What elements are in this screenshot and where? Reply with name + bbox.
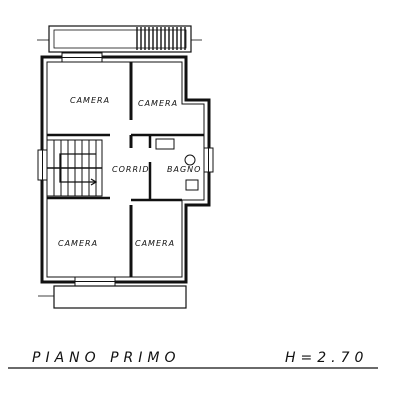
room-label-camera-bottom-left: CAMERA: [58, 239, 98, 248]
room-label-corridor: CORRID.: [112, 165, 153, 174]
staircase: [46, 139, 103, 197]
floor-name: PIANO PRIMO: [32, 350, 181, 366]
room-label-camera-top-right: CAMERA: [138, 99, 178, 108]
bath-fixtures: [155, 138, 199, 191]
room-label-bathroom: BAGNO: [167, 165, 201, 174]
room-label-camera-top-left: CAMERA: [70, 96, 110, 105]
room-label-camera-bottom-right: CAMERA: [135, 239, 175, 248]
windows: [37, 52, 214, 287]
bottom-balcony: [38, 285, 187, 309]
balcony-railing-hatch: [136, 27, 186, 50]
ceiling-height: H=2.70: [285, 350, 368, 366]
top-balcony: [37, 25, 202, 53]
